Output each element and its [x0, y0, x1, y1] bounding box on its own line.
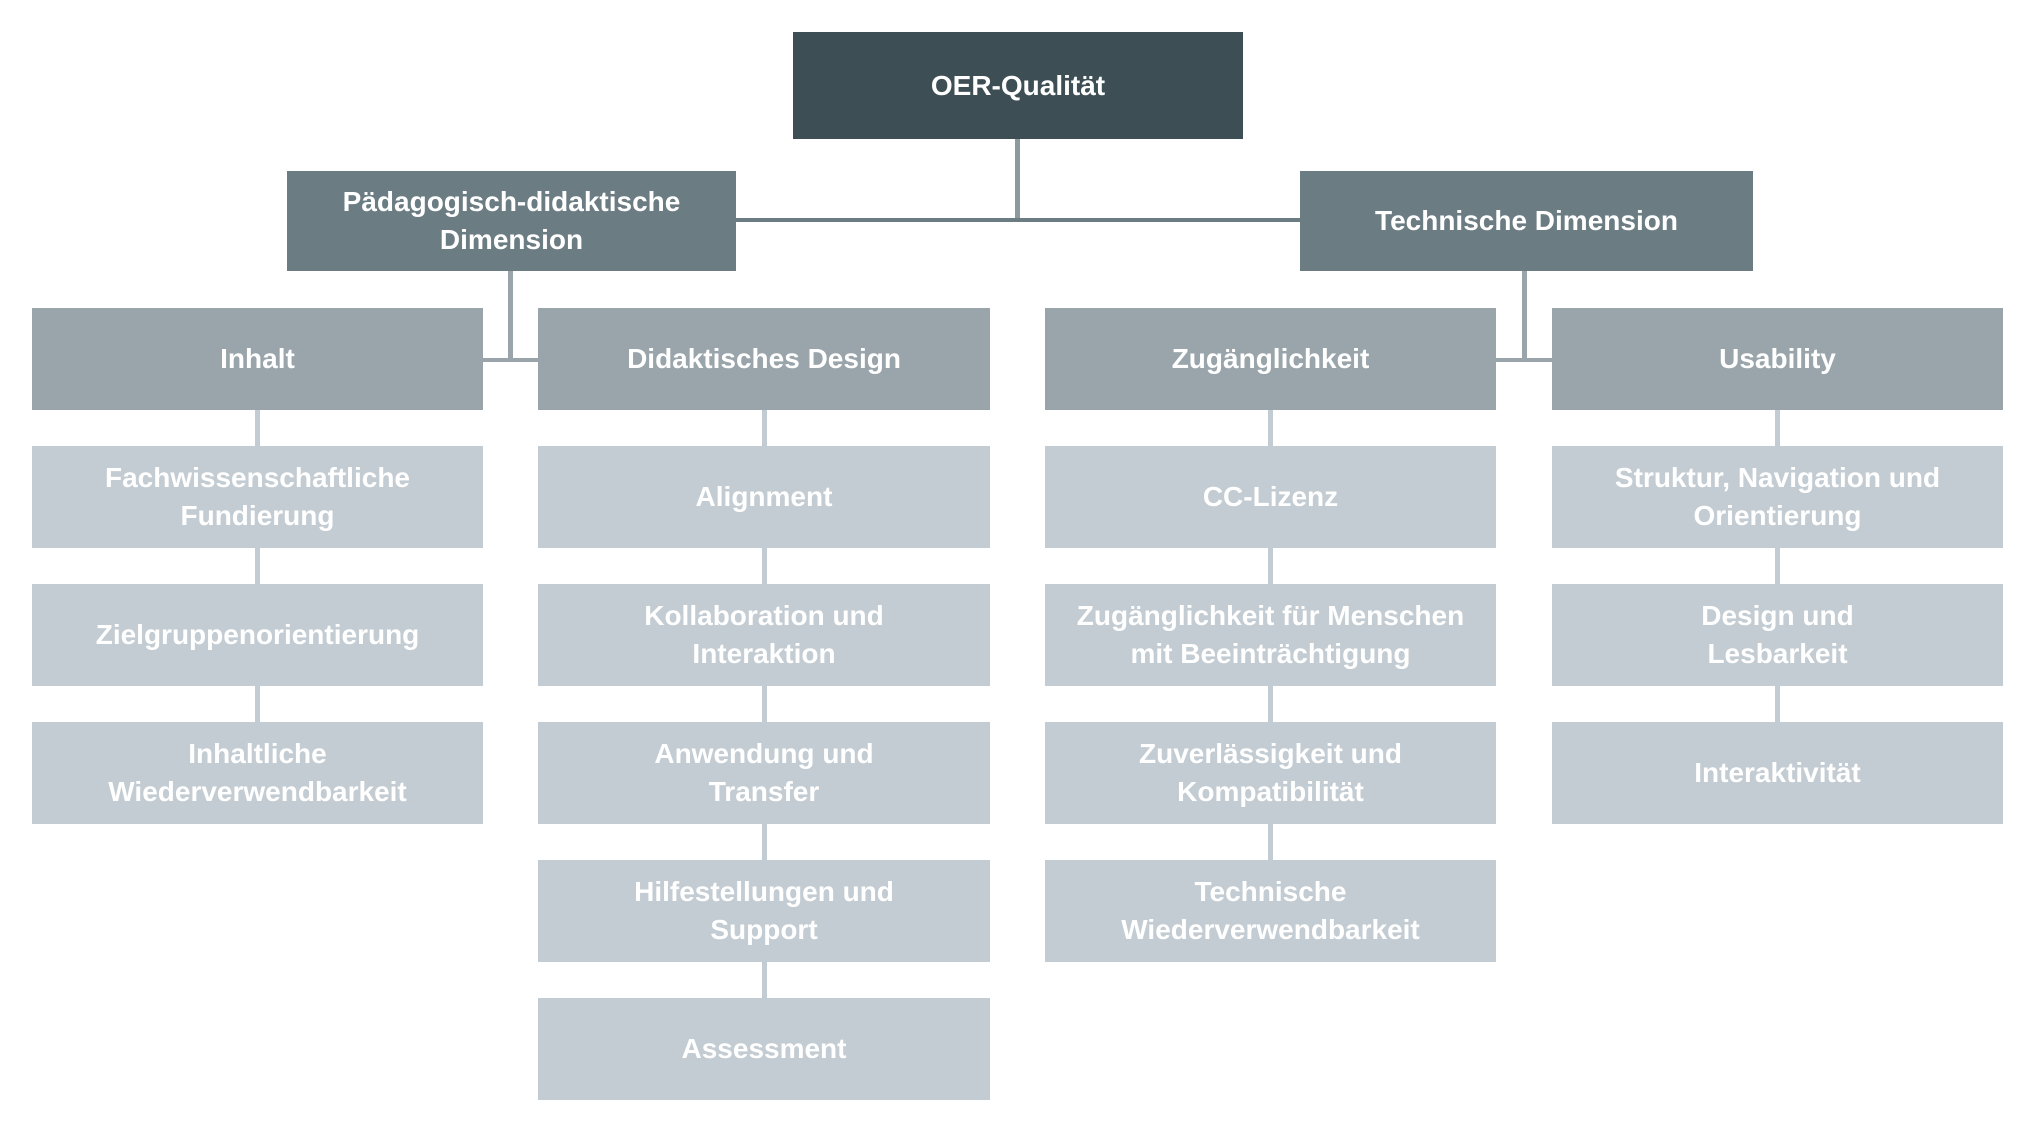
connector-column-0-seg-1 — [255, 548, 260, 584]
connector-column-2-seg-3 — [1268, 824, 1273, 860]
root-node: OER-Qualität — [793, 32, 1243, 139]
connector-root-drop — [1015, 139, 1020, 222]
dimension-node-0: Pädagogisch-didaktische Dimension — [287, 171, 736, 271]
connector-column-1-seg-4 — [761, 962, 767, 998]
criterion-node-2-3: Technische Wiederverwendbarkeit — [1045, 860, 1496, 962]
connector-column-1-seg-2 — [761, 686, 767, 722]
connector-column-0-seg-2 — [255, 686, 260, 722]
dimension-node-1: Technische Dimension — [1300, 171, 1753, 271]
connector-dimension-0-drop — [508, 271, 513, 362]
criterion-node-0-1: Zielgruppenorientierung — [32, 584, 483, 686]
criterion-node-1-3: Hilfestellungen und Support — [538, 860, 990, 962]
connector-column-1-seg-1 — [761, 548, 767, 584]
connector-column-2-seg-0 — [1268, 410, 1273, 446]
criterion-node-3-1: Design und Lesbarkeit — [1552, 584, 2003, 686]
category-header-2: Zugänglichkeit — [1045, 308, 1496, 410]
connector-column-1-seg-0 — [761, 410, 767, 446]
criterion-node-3-0: Struktur, Navigation und Orientierung — [1552, 446, 2003, 548]
criterion-node-1-1: Kollaboration und Interaktion — [538, 584, 990, 686]
connector-column-1-seg-3 — [761, 824, 767, 860]
criterion-node-1-0: Alignment — [538, 446, 990, 548]
criterion-node-2-2: Zuverlässigkeit und Kompatibilität — [1045, 722, 1496, 824]
connector-column-3-seg-0 — [1775, 410, 1780, 446]
connector-dimensions-bar — [736, 218, 1300, 222]
connector-pair-bar-1 — [1496, 358, 1552, 362]
category-header-1: Didaktisches Design — [538, 308, 990, 410]
connector-column-3-seg-2 — [1775, 686, 1780, 722]
criterion-node-3-2: Interaktivität — [1552, 722, 2003, 824]
connector-column-0-seg-0 — [255, 410, 260, 446]
connector-column-3-seg-1 — [1775, 548, 1780, 584]
category-header-0: Inhalt — [32, 308, 483, 410]
connector-pair-bar-0 — [483, 358, 538, 362]
criterion-node-0-0: Fachwissenschaftliche Fundierung — [32, 446, 483, 548]
connector-column-2-seg-2 — [1268, 686, 1273, 722]
criterion-node-1-4: Assessment — [538, 998, 990, 1100]
criterion-node-2-1: Zugänglichkeit für Menschen mit Beeinträ… — [1045, 584, 1496, 686]
connector-dimension-1-drop — [1521, 271, 1527, 362]
criterion-node-2-0: CC-Lizenz — [1045, 446, 1496, 548]
criterion-node-0-2: Inhaltliche Wiederverwendbarkeit — [32, 722, 483, 824]
category-header-3: Usability — [1552, 308, 2003, 410]
criterion-node-1-2: Anwendung und Transfer — [538, 722, 990, 824]
connector-column-2-seg-1 — [1268, 548, 1273, 584]
